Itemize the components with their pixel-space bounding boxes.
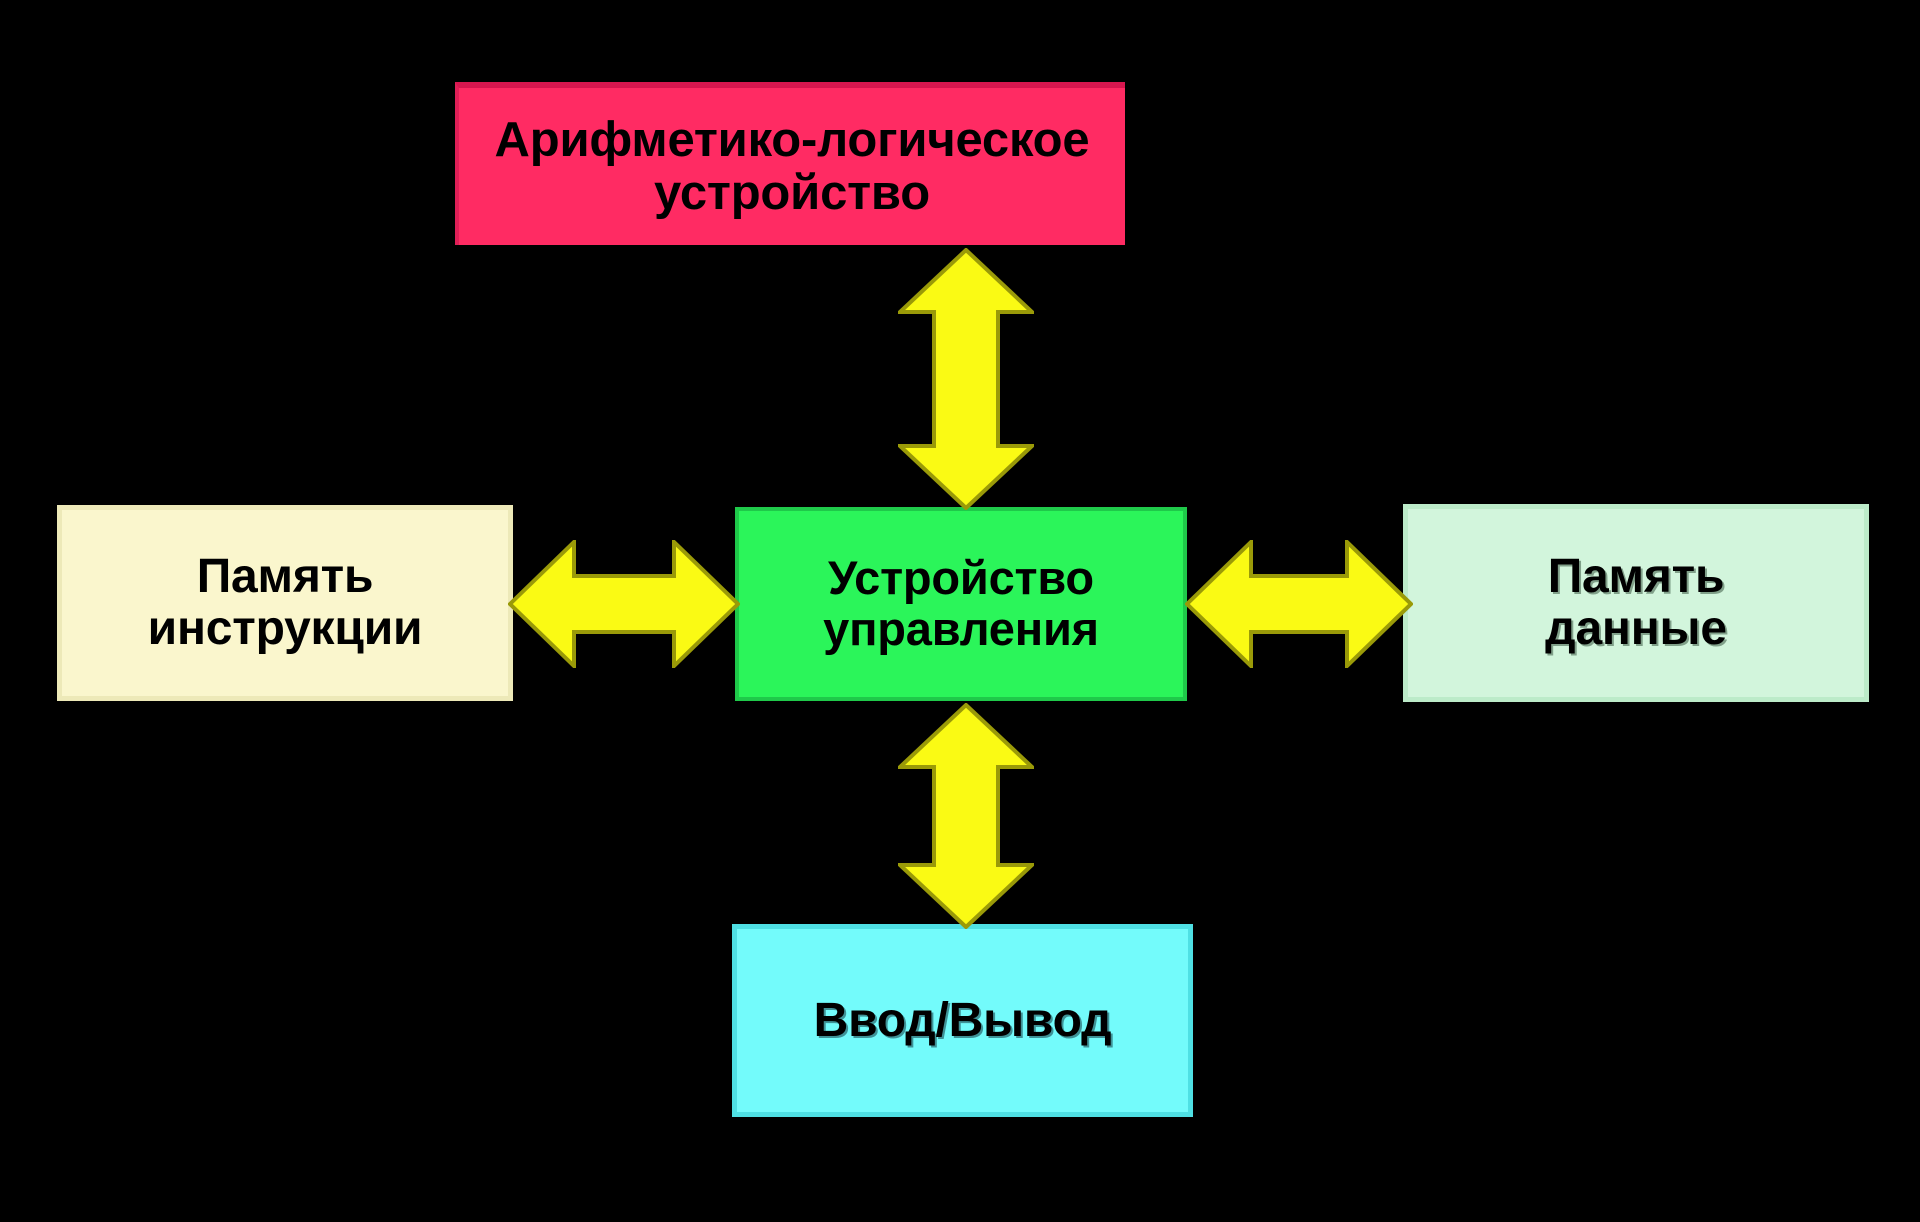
block-instruction-memory[interactable]: Память инструкции xyxy=(57,505,513,701)
arrow-control-unit-to-alu xyxy=(898,248,1034,510)
arrow-control-unit-to-data-memory xyxy=(1185,540,1413,668)
block-input-output[interactable]: Ввод/Вывод xyxy=(732,924,1193,1117)
block-data-memory[interactable]: Память данные xyxy=(1403,504,1869,702)
block-arithmetic-logic-unit[interactable]: Арифметико-логическое устройство xyxy=(455,82,1125,245)
block-control-unit[interactable]: Устройство управления xyxy=(735,507,1187,701)
arrow-control-unit-to-input-output xyxy=(898,703,1034,929)
arrow-instruction-memory-to-control-unit xyxy=(508,540,740,668)
